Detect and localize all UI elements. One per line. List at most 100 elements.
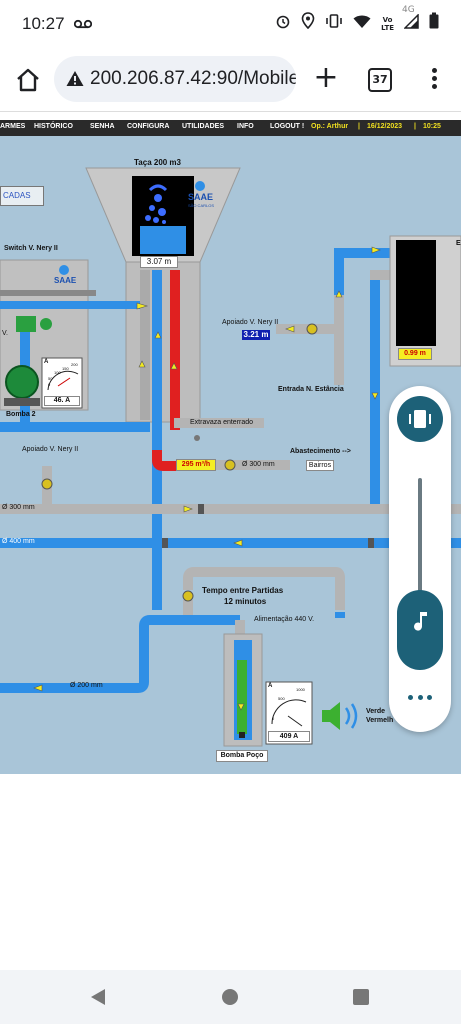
volume-more-button[interactable] [408,692,432,702]
battery-icon [429,12,439,35]
menu-utilidades[interactable]: UTILIDADES [182,123,224,130]
location-icon [301,12,315,35]
date-label: 16/12/2023 [367,123,403,130]
saae-logo-tank: SAAE [188,192,214,202]
volume-track[interactable] [418,478,422,638]
pipe-200-label: Ø 200 mm [70,682,103,689]
apoiado-level: 3.21 m [242,330,270,340]
scada-panel: ARMES HISTÓRICO SENHA CONFIGURA UTILIDAD… [0,120,461,774]
pipe-apoiado [276,324,336,334]
scada-menu-bar: ARMES HISTÓRICO SENHA CONFIGURA UTILIDAD… [0,120,461,136]
network-type: 4G [402,5,415,15]
pipe-300-mid-label: Ø 300 mm [242,461,275,468]
well-pump-label: Bomba Poço [216,750,268,762]
pump2-label: Bomba 2 [6,411,36,418]
well-pump-body [237,660,247,734]
pipe-right-vert [334,248,344,328]
voicemail-icon [73,15,93,33]
menu-info[interactable]: INFO [237,123,254,130]
well-current: 409 A [268,731,310,742]
pipe-300mm [0,504,461,514]
home-nav-button[interactable] [222,989,238,1005]
gauge-small-a: A [44,359,49,365]
entrada-label: Entrada N. Estância [278,386,344,393]
browser-menu-button[interactable] [430,68,438,92]
address-bar[interactable]: 200.206.87.42:90/Mobile [54,56,296,102]
tank-title: Taça 200 m3 [134,158,181,167]
pipe-400-label: Ø 400 mm [2,538,35,545]
volume-panel [389,386,451,732]
wifi-icon [353,13,371,35]
water-drop [154,194,162,202]
tempo-title: Tempo entre Partidas [202,586,284,595]
system-nav-bar [0,970,461,1024]
menu-alarmes[interactable]: ARMES [0,123,26,130]
flow-rate: 295 m³/h [176,459,216,471]
pipe-bottom-gray [183,567,345,610]
home-icon [17,68,39,92]
pipe-right-gray [334,295,344,385]
valve-green [16,316,36,332]
v-label: V. [2,330,8,337]
status-time: 10:27 [22,14,65,33]
pipe-red-bend [152,450,180,471]
ringer-mode-button[interactable] [397,396,443,442]
pipe-300-label: Ø 300 mm [2,504,35,511]
pipe-extravaza [174,418,264,428]
apoiado-left-label: Apoiado V. Nery II [22,446,79,453]
pipe-top-left [0,301,150,309]
tank-level: 3.07 m [140,256,178,268]
operator-label: Op.: Arthur [311,123,349,130]
pipe-tank-down [152,270,162,610]
pipe-200mm [0,615,240,693]
cadastros-button[interactable]: CADAS [0,186,44,206]
blank-area [0,774,461,970]
right-tank-label: E [456,240,461,247]
tank-water [140,226,186,254]
alarm-icon [275,13,291,35]
verde-label: Verde [366,708,386,715]
alimentacao-label: Alimentação 440 V. [254,616,315,623]
scada-diagram [0,167,461,747]
not-secure-warning-icon[interactable] [66,70,84,87]
pipe-gray-vert [140,270,150,420]
url-text[interactable]: 200.206.87.42:90/Mobile [90,68,296,89]
pipe-red-vert [170,270,180,430]
tank-column [125,261,201,423]
signal-icon: 4G [402,5,419,33]
saae-logo-left: SAAE [54,276,77,285]
vibrate-icon [325,13,343,35]
music-note-icon [414,612,427,631]
switch-label: Switch V. Nery II [4,245,58,252]
saae-logo-sub: SÃO CARLOS [188,203,215,208]
browser-toolbar: 200.206.87.42:90/Mobile + 37 [0,48,461,112]
pipe-400mm [0,538,461,548]
menu-logout[interactable]: LOGOUT ! [270,123,305,130]
tempo-value: 12 minutos [224,597,267,606]
vermelho-label: Vermelh [366,717,394,724]
speaker-icon [322,702,340,730]
gauge-big-a: A [268,683,273,689]
recents-button[interactable] [353,989,369,1005]
home-button[interactable] [14,66,42,94]
abastecimento-label: Abastecimento --> [290,448,351,455]
time-label: 10:25 [423,123,441,130]
pump2-motor [5,365,39,399]
extravaza-label: Extravaza enterrado [190,419,254,426]
menu-historico[interactable]: HISTÓRICO [34,123,73,130]
pipe-mid-left [0,422,150,432]
right-tank-level: 0.99 m [398,348,432,360]
new-tab-button[interactable]: + [313,60,339,95]
pump2-current: 46. A [44,396,80,406]
tab-switcher-button[interactable]: 37 [368,68,392,92]
bairros-button[interactable]: Bairros [306,460,334,471]
back-button[interactable] [90,988,106,1006]
vibrate-icon [409,410,431,428]
menu-senha[interactable]: SENHA [90,123,115,130]
volume-slider-thumb[interactable] [397,590,443,670]
menu-configura[interactable]: CONFIGURA [127,123,170,130]
